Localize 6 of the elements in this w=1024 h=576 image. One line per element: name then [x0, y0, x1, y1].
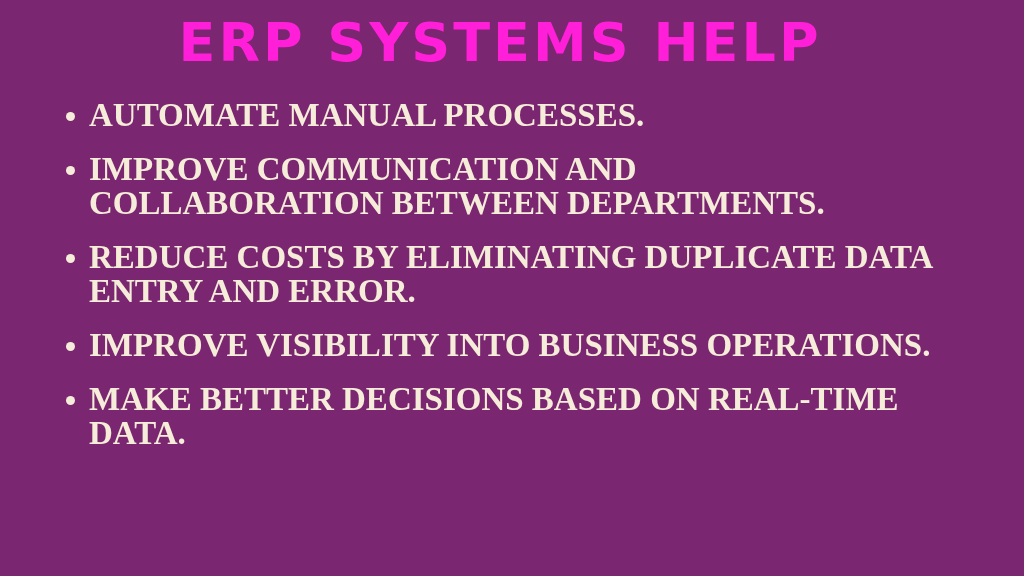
- bullet-point: IMPROVE VISIBILITY INTO BUSINESS OPERATIONS.: [62, 328, 931, 362]
- bullet-point: REDUCE COSTS BY ELIMINATING DUPLICATE DATA ENTRY AND ERROR.: [62, 240, 939, 308]
- title: ERP SYSTEMS HELP: [177, 10, 823, 76]
- bullet-point: IMPROVE COMMUNICATION AND COLLABORATION BETWEEN DEPARTMENTS.: [62, 152, 939, 220]
- bullet-point: MAKE BETTER DECISIONS BASED ON REAL-TIME DATA.: [62, 382, 939, 450]
- bullet-point: AUTOMATE MANUAL PROCESSES.: [62, 98, 645, 132]
